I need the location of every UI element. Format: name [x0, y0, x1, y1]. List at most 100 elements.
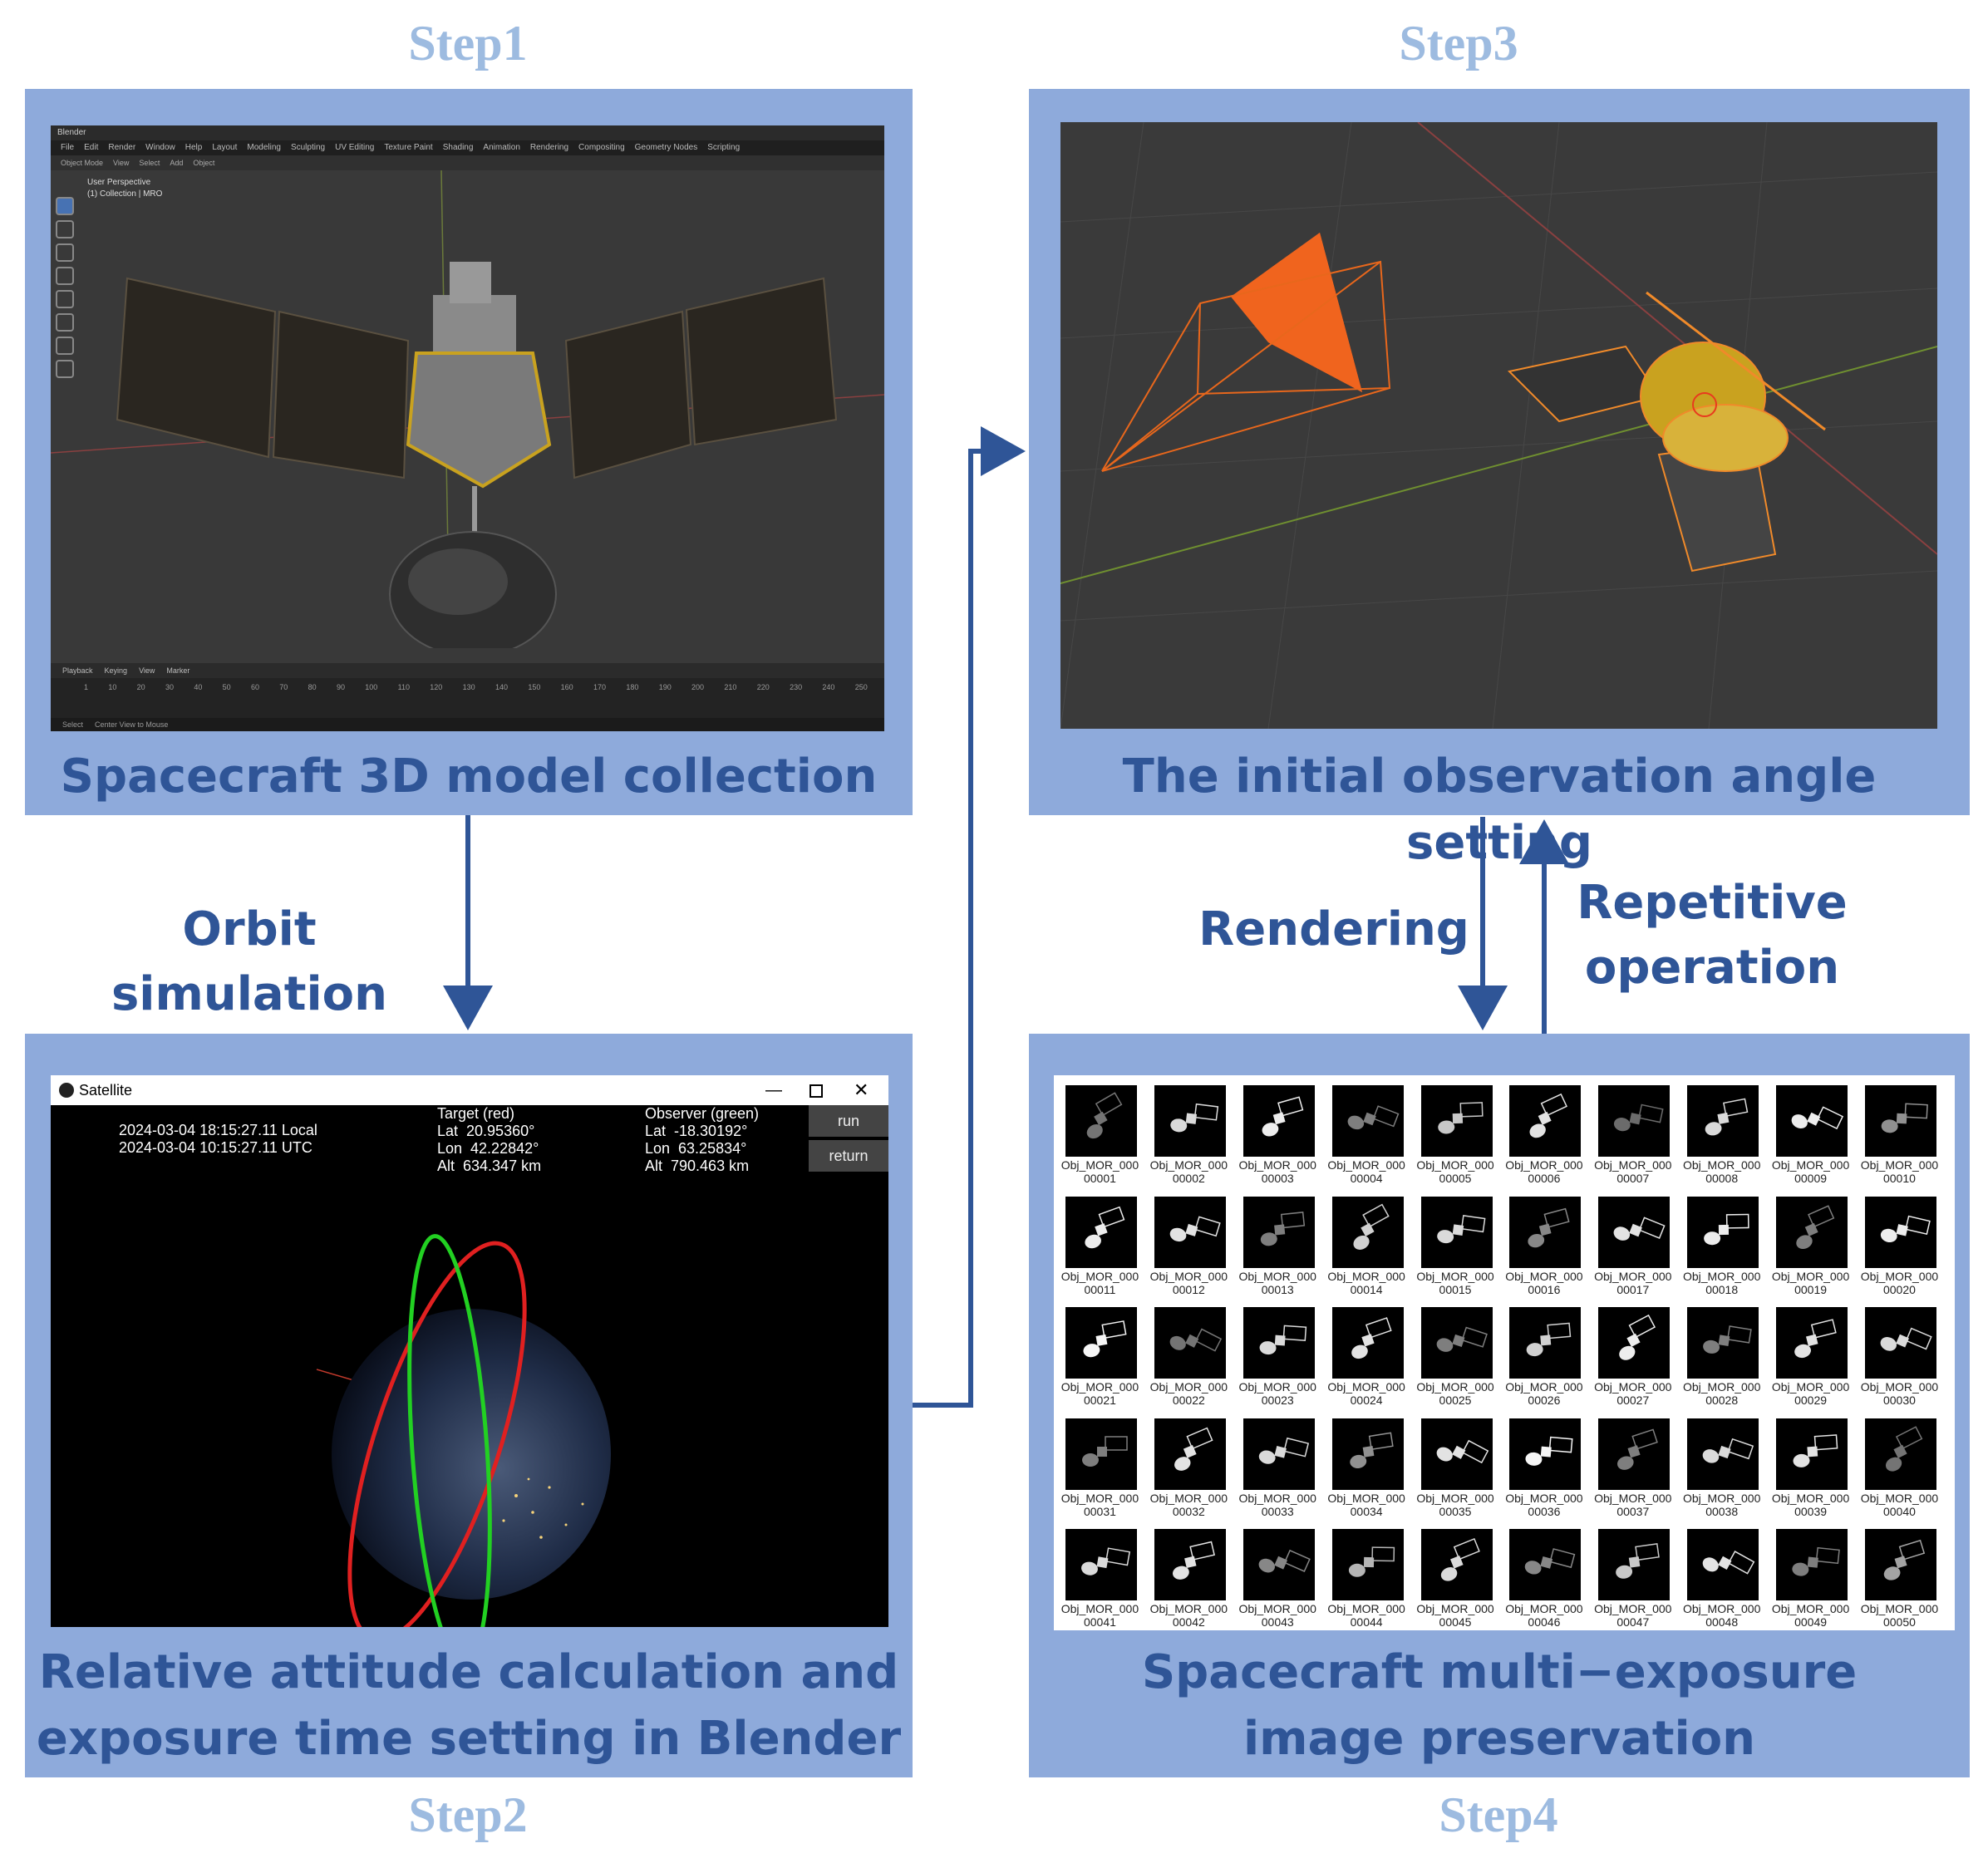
header-item-2[interactable]: Select [139, 159, 160, 167]
timeline-menu-item-3[interactable]: Marker [166, 666, 190, 675]
run-button[interactable]: run [809, 1105, 888, 1137]
timeline-menu-item-0[interactable]: Playback [62, 666, 93, 675]
menu-item-6[interactable]: Modeling [247, 143, 281, 152]
menu-item-3[interactable]: Window [145, 143, 175, 152]
maximize-icon[interactable] [809, 1084, 823, 1098]
thumbnail-image [1154, 1529, 1226, 1601]
menu-item-0[interactable]: File [61, 143, 75, 152]
menu-item-15[interactable]: Scripting [707, 143, 741, 152]
menu-item-2[interactable]: Render [108, 143, 136, 152]
menu-item-13[interactable]: Compositing [578, 143, 625, 152]
scale-tool-icon[interactable] [56, 290, 74, 308]
header-item-3[interactable]: Add [170, 159, 184, 167]
menu-item-14[interactable]: Geometry Nodes [634, 143, 698, 152]
status-item-0[interactable]: Select [62, 720, 84, 729]
status-item-1[interactable]: Center View to Mouse [95, 720, 169, 729]
thumbnail-prefix: Obj_MOR_000 [1238, 1269, 1316, 1283]
measure-tool-icon[interactable] [56, 360, 74, 378]
header-item-0[interactable]: Object Mode [61, 159, 104, 167]
menu-item-4[interactable]: Help [185, 143, 203, 152]
timeline-menu-item-1[interactable]: Keying [104, 666, 128, 675]
thumbnail-image [1331, 1196, 1404, 1268]
thumbnail-image [1420, 1196, 1493, 1268]
close-icon[interactable]: ✕ [854, 1079, 869, 1100]
header-item-1[interactable]: View [113, 159, 130, 167]
header-item-4[interactable]: Object [193, 159, 215, 167]
transform-tool-icon[interactable] [56, 313, 74, 332]
menu-item-10[interactable]: Shading [442, 143, 474, 152]
menu-item-7[interactable]: Sculpting [290, 143, 326, 152]
menu-item-12[interactable]: Rendering [529, 143, 569, 152]
rotate-tool-icon[interactable] [56, 267, 74, 285]
step3-caption: The initial observation angle setting [1122, 750, 1877, 870]
annotate-tool-icon[interactable] [56, 337, 74, 355]
cursor-tool-icon[interactable] [56, 220, 74, 238]
minimize-icon[interactable]: — [765, 1081, 782, 1099]
select-tool-icon[interactable] [56, 197, 74, 215]
menu-item-9[interactable]: Texture Paint [384, 143, 433, 152]
satellite-view[interactable]: 2024-03-04 18:15:27.11 Local 2024-03-04 … [51, 1105, 888, 1627]
menu-item-8[interactable]: UV Editing [335, 143, 375, 152]
menu-item-5[interactable]: Layout [212, 143, 238, 152]
menu-item-11[interactable]: Animation [483, 143, 520, 152]
blender-title-bar: Blender [51, 125, 884, 140]
move-tool-icon[interactable] [56, 243, 74, 262]
3d-viewport[interactable] [51, 170, 884, 663]
timeline-menu-item-2[interactable]: View [139, 666, 155, 675]
menu-item-1[interactable]: Edit [84, 143, 99, 152]
return-button[interactable]: return [809, 1140, 888, 1172]
